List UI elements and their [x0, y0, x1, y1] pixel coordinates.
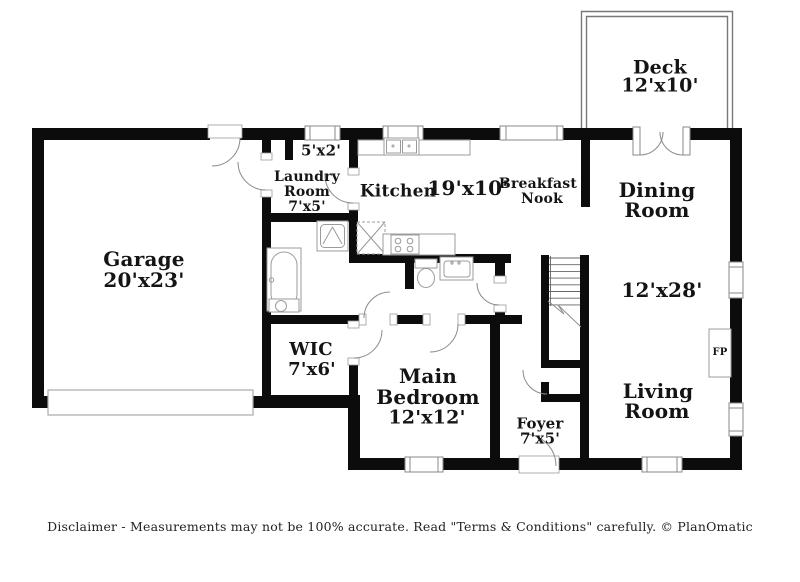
window-living-right	[728, 402, 744, 437]
bath2-door-arc	[476, 282, 500, 306]
laundry-label-line2: Room	[284, 184, 330, 200]
kitchen-fixtures	[356, 137, 471, 256]
stair-break-line	[547, 300, 582, 328]
bedroom-door-arc	[429, 323, 459, 353]
laundry-closet-dims: 5'x2'	[300, 141, 342, 160]
window-bedroom	[404, 456, 444, 473]
laundry-label-line1: Laundry	[274, 169, 340, 185]
stairs	[547, 256, 582, 328]
deck-french-doors	[632, 126, 691, 156]
toilet-bath1	[268, 298, 300, 313]
shower	[316, 220, 349, 252]
garage-dims: 20'x23'	[103, 268, 185, 292]
bath-door-arc	[363, 291, 391, 319]
refrigerator	[356, 221, 386, 255]
garage-entry-door-arc	[211, 137, 241, 167]
fireplace-label: FP	[712, 347, 728, 358]
vanity-sink	[439, 256, 474, 281]
window-living-bottom	[641, 456, 683, 473]
garage-label: Garage	[103, 247, 185, 271]
bathroom-fixtures	[266, 220, 474, 313]
bedroom-dims: 12'x12'	[388, 406, 466, 429]
fireplace	[708, 328, 732, 378]
wic-dims: 7'x6'	[288, 359, 336, 380]
living-label-line2: Room	[624, 399, 690, 423]
kitchen-dims: 19'x10'	[427, 176, 509, 200]
kitchen-label: Kitchen	[359, 181, 437, 202]
living-label-line1: Living	[622, 379, 694, 403]
doors	[211, 126, 691, 467]
dining-living-dims: 12'x28'	[621, 278, 703, 302]
nook-label-line1: Breakfast	[498, 176, 578, 192]
nook-label-line2: Nook	[521, 191, 563, 207]
dining-label-line1: Dining	[618, 178, 696, 202]
window-dining-right	[728, 261, 744, 299]
laundry-kitchen-door-arc	[324, 174, 354, 204]
toilet-bath2	[414, 258, 438, 288]
foyer-dims: 7'x5'	[519, 429, 561, 448]
garage-door	[47, 389, 254, 416]
foyer-label: Foyer	[516, 414, 564, 433]
foyer-closet-door-arc	[522, 369, 548, 395]
door-jambs	[207, 124, 560, 474]
stove-counter	[382, 233, 456, 256]
deck-label: Deck	[632, 56, 688, 79]
windows	[304, 125, 744, 473]
kitchen-counter-top	[357, 137, 471, 156]
wic-door-arc	[353, 329, 383, 359]
window-nook	[499, 125, 564, 141]
garage-laundry-door-arc	[237, 161, 267, 191]
wic-label: WIC	[289, 339, 333, 360]
deck-outline	[580, 10, 734, 130]
laundry-dims: 7'x5'	[288, 199, 326, 215]
bedroom-label-line1: Main	[398, 364, 458, 388]
deck-dims: 12'x10'	[621, 74, 699, 97]
dining-label-line2: Room	[624, 198, 690, 222]
window-laundry	[304, 125, 341, 141]
disclaimer-text: Disclaimer - Measurements may not be 100…	[47, 519, 753, 534]
bedroom-label-line2: Bedroom	[376, 385, 480, 409]
front-door-arc	[523, 433, 557, 467]
